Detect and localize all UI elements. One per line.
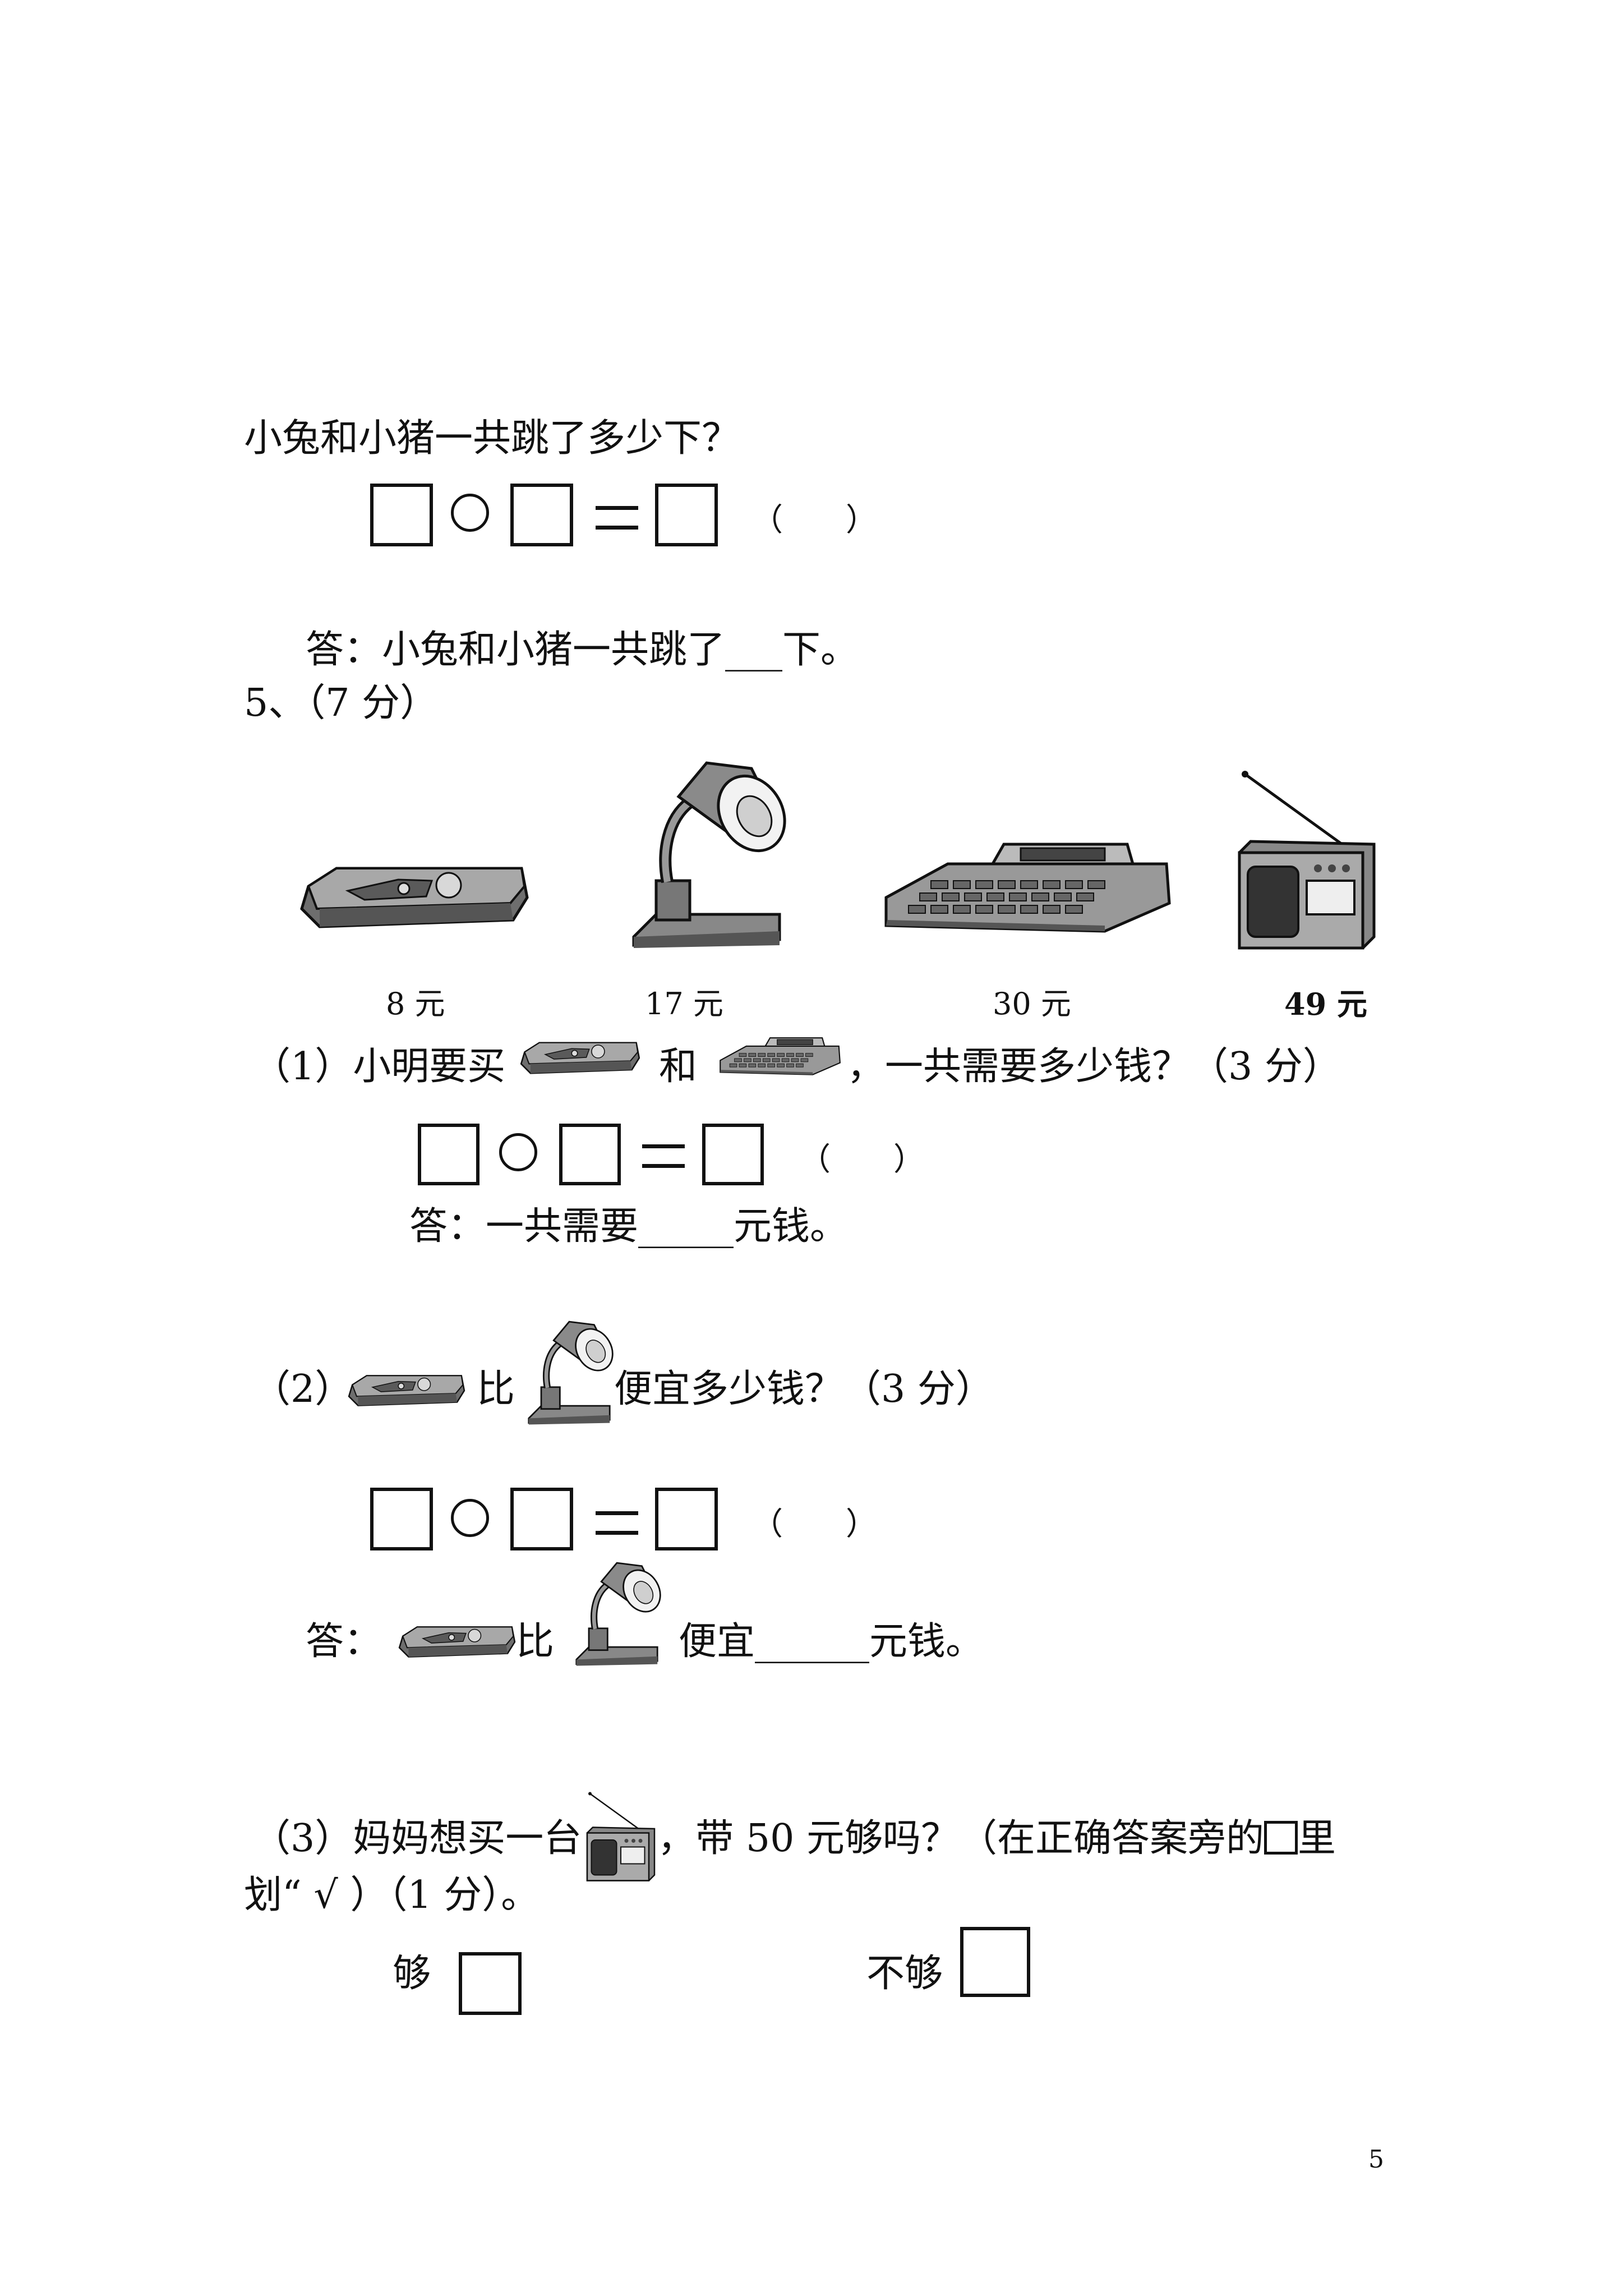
q5-3-option-no-checkbox[interactable] <box>960 1927 1030 1997</box>
q5-1-unit-paren[interactable]: （ ） <box>799 1142 925 1178</box>
q5-2-text-a: （2） <box>252 1367 353 1411</box>
q5-1-text-c: ，一共需要多少钱？（3 分） <box>847 1045 1341 1089</box>
pencil-case-icon <box>297 864 533 931</box>
price-pencil-case: 8 元 <box>386 986 445 1022</box>
q5-3-line2: 划“ √ ）（1 分）。 <box>244 1873 540 1917</box>
q5-3-line1: （3）妈妈想买一台 ，带 50 元够吗？（在正确答案旁的里 <box>252 1789 1336 1885</box>
q4-operator-circle[interactable] <box>451 494 489 532</box>
radio-icon <box>582 1789 657 1885</box>
q4-unit-paren[interactable]: （ ） <box>751 502 877 539</box>
q5-2-answer-c: 便宜______元钱。 <box>679 1619 984 1664</box>
q4-equals-sign <box>596 506 638 530</box>
q5-2-text-b: 比 <box>477 1367 515 1411</box>
pencil-case-icon <box>347 1369 467 1412</box>
q4-answer-blank[interactable]: ___ <box>725 628 783 672</box>
price-radio: 49 元 <box>1284 986 1367 1022</box>
q5-2-answer-b: 比 <box>516 1619 555 1664</box>
q4-answer-box-3[interactable] <box>655 484 718 546</box>
q5-2-equals-sign <box>596 1511 638 1535</box>
q5-3-text-a: （3）妈妈想买一台 <box>252 1816 582 1861</box>
q5-3-option-yes-checkbox[interactable] <box>459 1952 522 2015</box>
q4-answer-box-1[interactable] <box>370 484 433 546</box>
calculator-icon <box>880 841 1172 937</box>
desk-lamp-icon <box>569 1557 665 1669</box>
price-calculator: 30 元 <box>993 986 1071 1022</box>
q5-1-equals-sign <box>642 1144 685 1168</box>
pencil-case-icon <box>519 1039 642 1077</box>
q4-question: 小兔和小猪一共跳了多少下？ <box>244 416 740 461</box>
q5-header: 5、（7 分） <box>244 681 439 725</box>
calculator-icon <box>718 1035 841 1079</box>
q5-2-answer-box-1[interactable] <box>370 1488 433 1550</box>
q5-1-operator-circle[interactable] <box>499 1133 537 1171</box>
q4-answer-prefix: 答：小兔和小猪一共跳了 <box>306 628 726 672</box>
q5-3-text-c: 里 <box>1298 1816 1336 1861</box>
q5-1-answer: 答：一共需要_____元钱。 <box>409 1204 849 1249</box>
q5-3-option-no-label: 不够 <box>866 1952 943 1996</box>
q5-1-answer-box-3[interactable] <box>702 1124 764 1185</box>
q5-3-sample-box <box>1264 1821 1298 1855</box>
desk-lamp-icon <box>623 752 791 954</box>
q4-answer: 答：小兔和小猪一共跳了___下。 <box>306 631 859 669</box>
q5-2-answer-box-3[interactable] <box>655 1488 718 1550</box>
q5-1-text-a: （1）小明要买 <box>252 1045 506 1089</box>
desk-lamp-icon <box>522 1315 617 1428</box>
q5-2-operator-circle[interactable] <box>451 1499 489 1537</box>
pencil-case-icon <box>397 1620 518 1664</box>
page-number: 5 <box>1368 2145 1384 2174</box>
q5-3-option-yes-label: 够 <box>393 1952 431 1996</box>
q5-1-text-b: 和 <box>659 1045 698 1089</box>
q5-1-answer-box-1[interactable] <box>418 1124 479 1185</box>
q5-1-answer-box-2[interactable] <box>559 1124 621 1185</box>
q4-answer-box-2[interactable] <box>510 484 573 546</box>
q5-2-answer-box-2[interactable] <box>510 1488 573 1550</box>
q5-2-unit-paren[interactable]: （ ） <box>751 1506 877 1543</box>
q5-2-answer-a: 答： <box>306 1619 382 1664</box>
radio-icon <box>1228 769 1380 954</box>
q4-answer-suffix: 下。 <box>782 628 859 672</box>
price-desk-lamp: 17 元 <box>645 986 723 1022</box>
q5-2-text-c: 便宜多少钱？（3 分） <box>614 1367 994 1411</box>
q5-3-text-b: ，带 50 元够吗？（在正确答案旁的 <box>657 1816 1265 1861</box>
